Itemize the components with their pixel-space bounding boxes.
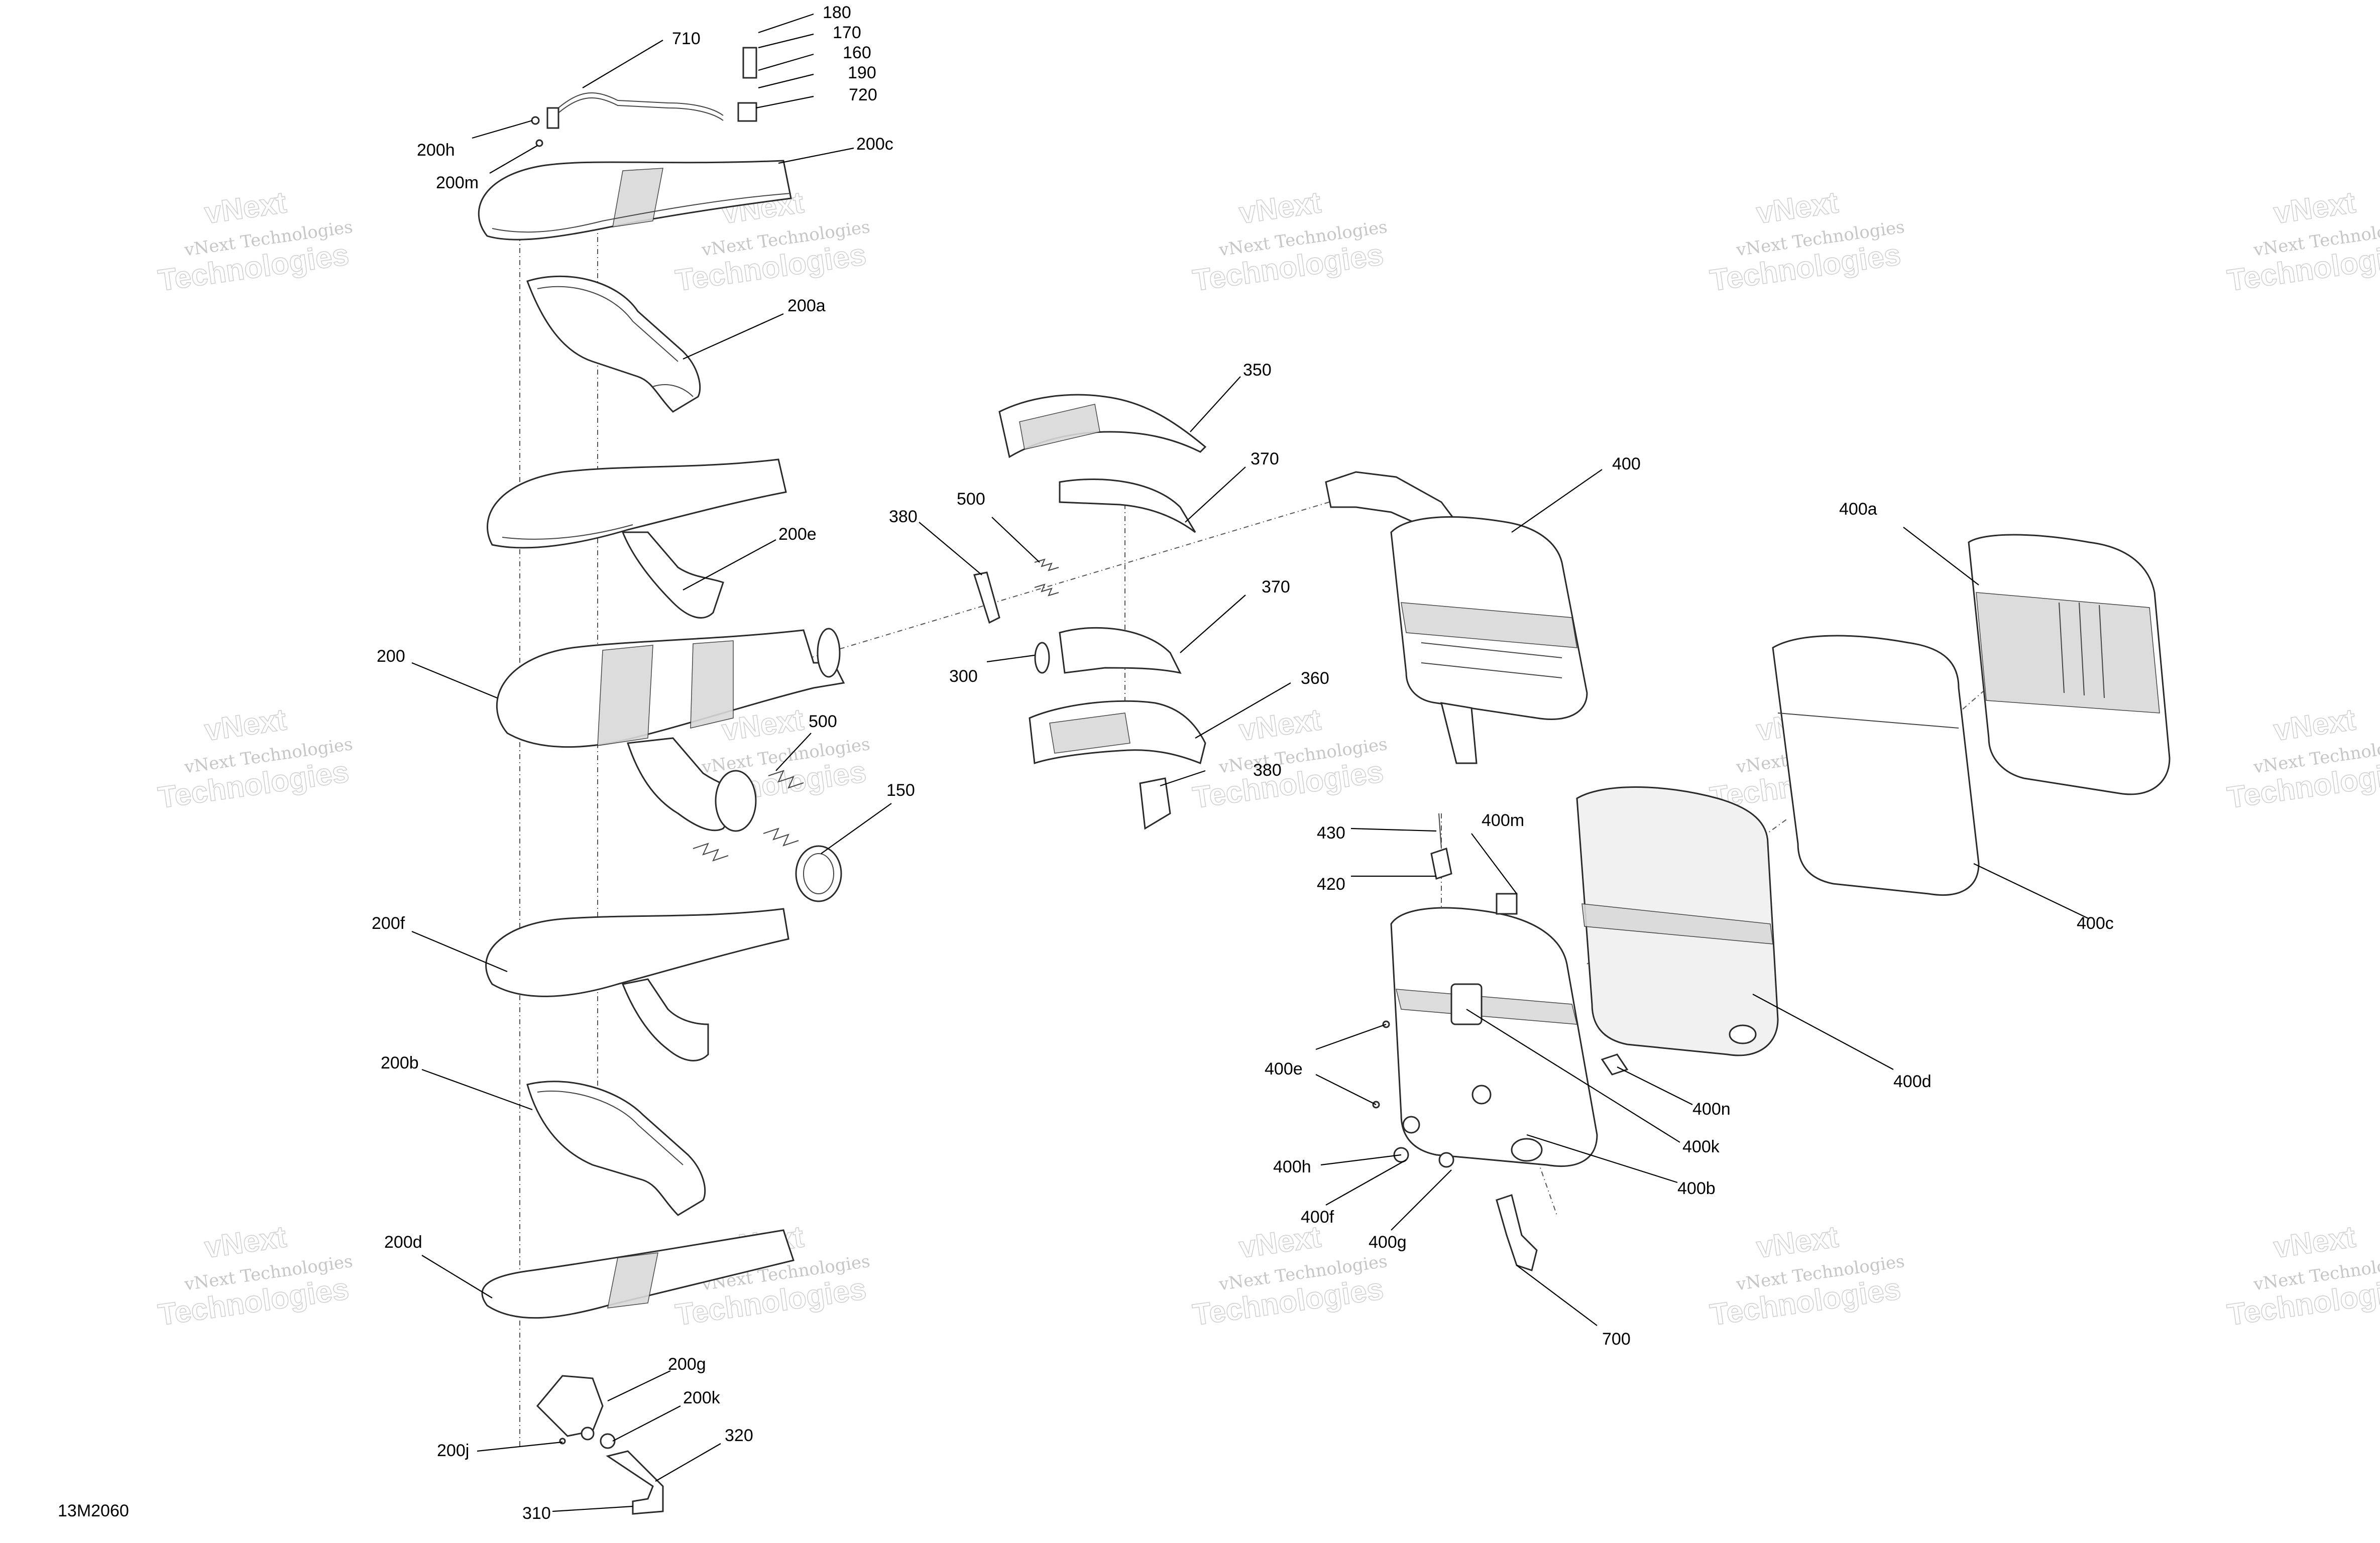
callout-400m: 400m bbox=[1482, 811, 1524, 830]
shield-400c bbox=[1772, 635, 1980, 896]
muffler-400 bbox=[1325, 471, 1588, 764]
heat-shield-200a bbox=[526, 275, 701, 413]
callout-180: 180 bbox=[823, 3, 851, 22]
watermark: vNext vNext Technologies Technologies bbox=[156, 702, 354, 815]
callout-500a: 500 bbox=[809, 712, 837, 731]
callout-430: 430 bbox=[1317, 823, 1345, 843]
callout-710: 710 bbox=[672, 29, 701, 48]
callout-400c: 400c bbox=[2077, 914, 2114, 933]
svg-text:vNext: vNext bbox=[1754, 1220, 1840, 1264]
callout-170: 170 bbox=[833, 23, 861, 42]
watermark: vNext vNext Technologies Technologies bbox=[156, 1219, 354, 1332]
callout-190: 190 bbox=[848, 63, 876, 82]
callout-400e: 400e bbox=[1265, 1059, 1303, 1079]
watermark: vNext vNext Technologies Technologies bbox=[1190, 702, 1389, 815]
svg-text:vNext: vNext bbox=[2272, 1220, 2357, 1264]
heat-shield-200b bbox=[526, 1081, 706, 1216]
part-drawings bbox=[478, 47, 2171, 1515]
svg-text:vNext: vNext bbox=[202, 702, 288, 747]
sensor-700 bbox=[1496, 1194, 1538, 1271]
callout-200j: 200j bbox=[437, 1441, 469, 1460]
callout-720: 720 bbox=[849, 85, 877, 104]
leader-lines bbox=[411, 13, 2090, 1512]
shield-370-lower bbox=[1059, 627, 1182, 674]
svg-text:vNext: vNext bbox=[2272, 185, 2357, 230]
callout-500b: 500 bbox=[957, 490, 985, 509]
gasket-300 bbox=[1034, 642, 1050, 674]
clip-380-upper bbox=[973, 571, 1000, 624]
callout-310: 310 bbox=[522, 1504, 551, 1523]
callout-370b: 370 bbox=[1262, 577, 1290, 597]
callout-labels: 180 710 170 160 190 720 200h 200m 200c 2… bbox=[372, 3, 2114, 1523]
heat-shield-200e bbox=[487, 458, 787, 619]
callout-200f: 200f bbox=[372, 914, 405, 933]
svg-text:vNext: vNext bbox=[1237, 702, 1323, 747]
callout-150: 150 bbox=[886, 781, 915, 800]
heat-shield-200d bbox=[481, 1229, 795, 1319]
diagram-reference-code: 13M2060 bbox=[58, 1501, 129, 1520]
plate-400n bbox=[1601, 1053, 1629, 1076]
expansion-chamber-200 bbox=[496, 628, 845, 862]
callout-400h: 400h bbox=[1273, 1157, 1311, 1176]
callout-380a: 380 bbox=[889, 507, 918, 526]
callout-200b: 200b bbox=[381, 1053, 419, 1073]
svg-text:vNext: vNext bbox=[2272, 702, 2357, 747]
callout-400: 400 bbox=[1612, 454, 1641, 473]
callout-700: 700 bbox=[1602, 1330, 1631, 1349]
shield-400d bbox=[1576, 786, 1779, 1056]
watermark: vNext vNext Technologies Technologies bbox=[1190, 185, 1389, 298]
callout-400k: 400k bbox=[1682, 1137, 1720, 1156]
springs-500 bbox=[1034, 558, 1059, 597]
callout-400b: 400b bbox=[1677, 1179, 1716, 1198]
callout-200m: 200m bbox=[436, 173, 479, 192]
callout-350: 350 bbox=[1243, 361, 1272, 380]
watermark: vNext vNext Technologies Technologies bbox=[2225, 702, 2380, 815]
callout-360: 360 bbox=[1301, 669, 1329, 688]
callout-200e: 200e bbox=[778, 525, 817, 544]
callout-200k: 200k bbox=[683, 1388, 721, 1407]
callout-200h: 200h bbox=[417, 141, 455, 160]
callout-160: 160 bbox=[843, 43, 871, 62]
watermark: vNext vNext Technologies Technologies bbox=[156, 185, 354, 298]
watermark: vNext vNext Technologies Technologies bbox=[1708, 185, 1906, 298]
watermark: vNext vNext Technologies Technologies bbox=[1708, 1219, 1906, 1332]
svg-text:vNext: vNext bbox=[202, 1220, 288, 1264]
bracket-200g bbox=[536, 1375, 616, 1449]
watermark: vNext vNext Technologies Technologies bbox=[1190, 1219, 1389, 1332]
callout-400g: 400g bbox=[1369, 1233, 1407, 1252]
callout-400d: 400d bbox=[1893, 1072, 1932, 1091]
callout-200d: 200d bbox=[384, 1233, 422, 1252]
callout-370a: 370 bbox=[1251, 449, 1279, 468]
callout-420: 420 bbox=[1317, 875, 1345, 894]
heat-shield-350 bbox=[998, 394, 1207, 458]
callout-400a: 400a bbox=[1839, 500, 1877, 519]
svg-text:vNext: vNext bbox=[1754, 185, 1840, 230]
callout-200c: 200c bbox=[856, 135, 893, 154]
bracket-310-320 bbox=[606, 1450, 664, 1515]
callout-400n: 400n bbox=[1692, 1100, 1731, 1119]
watermark: vNext vNext Technologies Technologies bbox=[2225, 185, 2380, 298]
shield-370-upper bbox=[1059, 478, 1196, 533]
muffler-assembly-lower bbox=[1372, 813, 1598, 1168]
callout-320: 320 bbox=[725, 1426, 753, 1445]
sensor-harness bbox=[531, 47, 757, 147]
shield-400a bbox=[1968, 534, 2171, 795]
heat-shield-200c bbox=[478, 160, 792, 241]
heat-shield-200f bbox=[485, 908, 789, 1061]
ring-clamp-150 bbox=[795, 845, 842, 902]
callout-300: 300 bbox=[949, 667, 978, 686]
clip-380-lower bbox=[1139, 777, 1171, 830]
callout-380b: 380 bbox=[1253, 761, 1282, 780]
watermark: vNext vNext Technologies Technologies bbox=[2225, 1219, 2380, 1332]
callout-400f: 400f bbox=[1301, 1208, 1334, 1227]
heat-shield-360 bbox=[1029, 700, 1206, 765]
svg-text:vNext: vNext bbox=[1237, 185, 1323, 230]
svg-text:vNext: vNext bbox=[202, 185, 288, 230]
callout-200a: 200a bbox=[787, 296, 826, 315]
callout-200: 200 bbox=[377, 647, 405, 666]
callout-200g: 200g bbox=[668, 1355, 706, 1374]
